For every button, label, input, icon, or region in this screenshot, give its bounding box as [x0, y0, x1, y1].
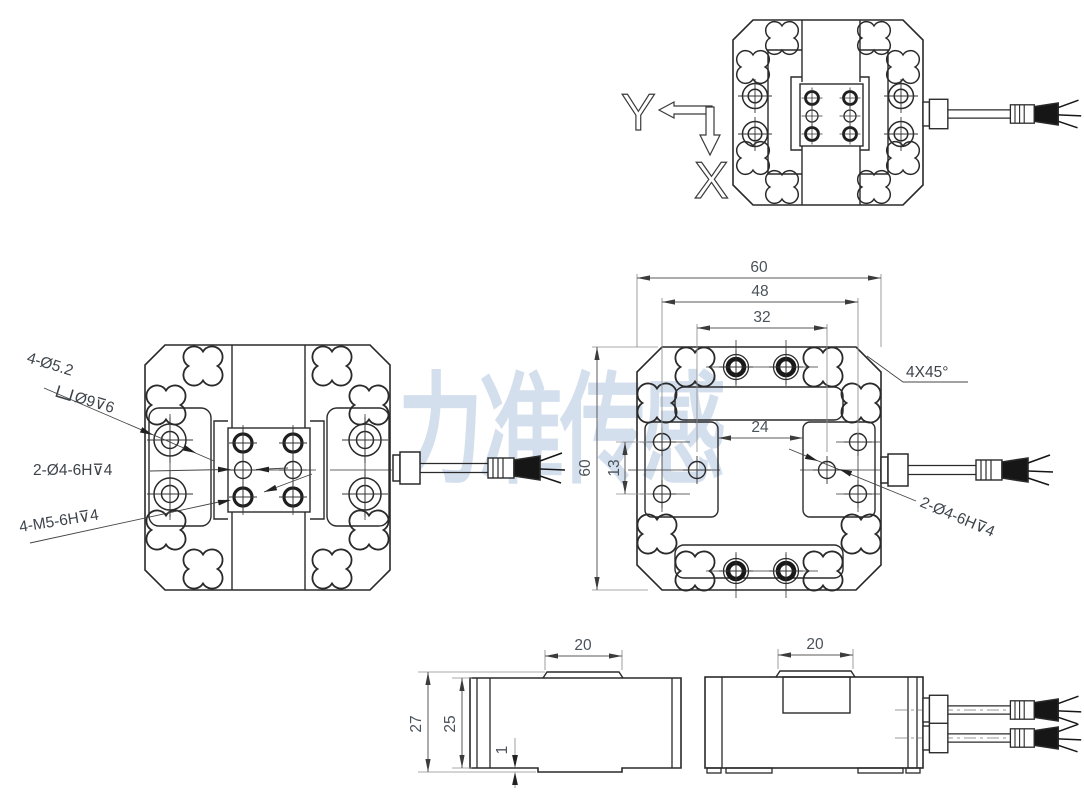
dim-width-60: 60	[750, 259, 768, 276]
dim-48: 48	[751, 283, 768, 300]
callout-counterbore-qty: 4-Ø5.2	[25, 350, 75, 380]
dim-13: 13	[606, 459, 623, 476]
dim-boss-20-right: 20	[806, 636, 824, 653]
brand-watermark: 力准传感	[398, 364, 724, 498]
side-view-right	[704, 670, 1082, 774]
callout-dowel-holes: 2-Ø4-6H⊽4	[33, 462, 113, 479]
cable-top-view	[922, 98, 1082, 130]
dim-body-25: 25	[442, 715, 459, 732]
cable-side-upper	[922, 694, 1082, 726]
arrow-down-icon	[699, 106, 721, 157]
callout-dowel-back: 2-Ø4-6H⊽4	[917, 494, 997, 541]
dim-total-27: 27	[408, 715, 425, 732]
counterbore-symbol-icon	[55, 385, 74, 402]
side-view-right-dimensions: 20	[777, 636, 854, 669]
dim-32: 32	[753, 309, 770, 326]
axis-y-label: Y	[621, 84, 656, 142]
cable-side-lower	[922, 722, 1082, 754]
callout-chamfer: 4X45°	[906, 364, 948, 381]
dim-boss-20-left: 20	[574, 637, 592, 654]
cable-back-view	[880, 453, 1054, 487]
side-view-left	[469, 671, 682, 773]
dim-step-1: 1	[494, 746, 511, 755]
side-view-left-dimensions: 20 27 25 1	[408, 637, 623, 788]
axis-x-label: X	[694, 152, 729, 210]
dim-height-60: 60	[577, 459, 594, 477]
top-view	[732, 19, 1082, 206]
axis-indicator: Y X	[620, 83, 729, 210]
callout-thread-holes: 4-M5-6H⊽4	[18, 507, 100, 536]
arrow-left-icon	[657, 101, 713, 119]
dim-24: 24	[751, 419, 769, 436]
